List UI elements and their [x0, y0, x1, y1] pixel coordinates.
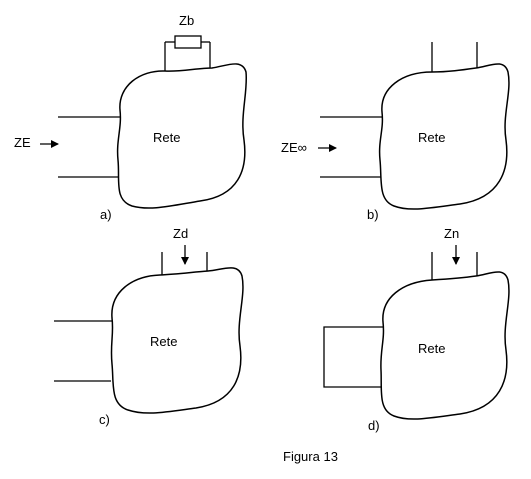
body-label-c: Rete: [150, 334, 177, 349]
impedance-zb-resistor: [174, 35, 202, 49]
network-blob-b: [378, 63, 510, 210]
shorted-input-loop-d: [323, 326, 383, 388]
network-blob-a: [116, 63, 248, 209]
network-blob-c: [110, 267, 244, 414]
caption-d: d): [368, 418, 380, 433]
label-zn: Zn: [444, 226, 459, 241]
caption-c: c): [99, 412, 110, 427]
label-ze-inf: ZE∞: [281, 140, 307, 155]
label-zb: Zb: [179, 13, 194, 28]
panel-a: Zb ZE Rete a): [14, 13, 248, 222]
panel-b: ZE∞ Rete b): [281, 42, 510, 222]
body-label-d: Rete: [418, 341, 445, 356]
network-blob-d: [380, 271, 510, 420]
body-label-b: Rete: [418, 130, 445, 145]
panel-d: Zn Rete d): [323, 226, 510, 433]
body-label-a: Rete: [153, 130, 180, 145]
figure-caption: Figura 13: [283, 449, 338, 464]
caption-a: a): [100, 207, 112, 222]
panel-c: Zd Rete c): [54, 226, 244, 427]
caption-b: b): [367, 207, 379, 222]
label-ze: ZE: [14, 135, 31, 150]
label-zd: Zd: [173, 226, 188, 241]
